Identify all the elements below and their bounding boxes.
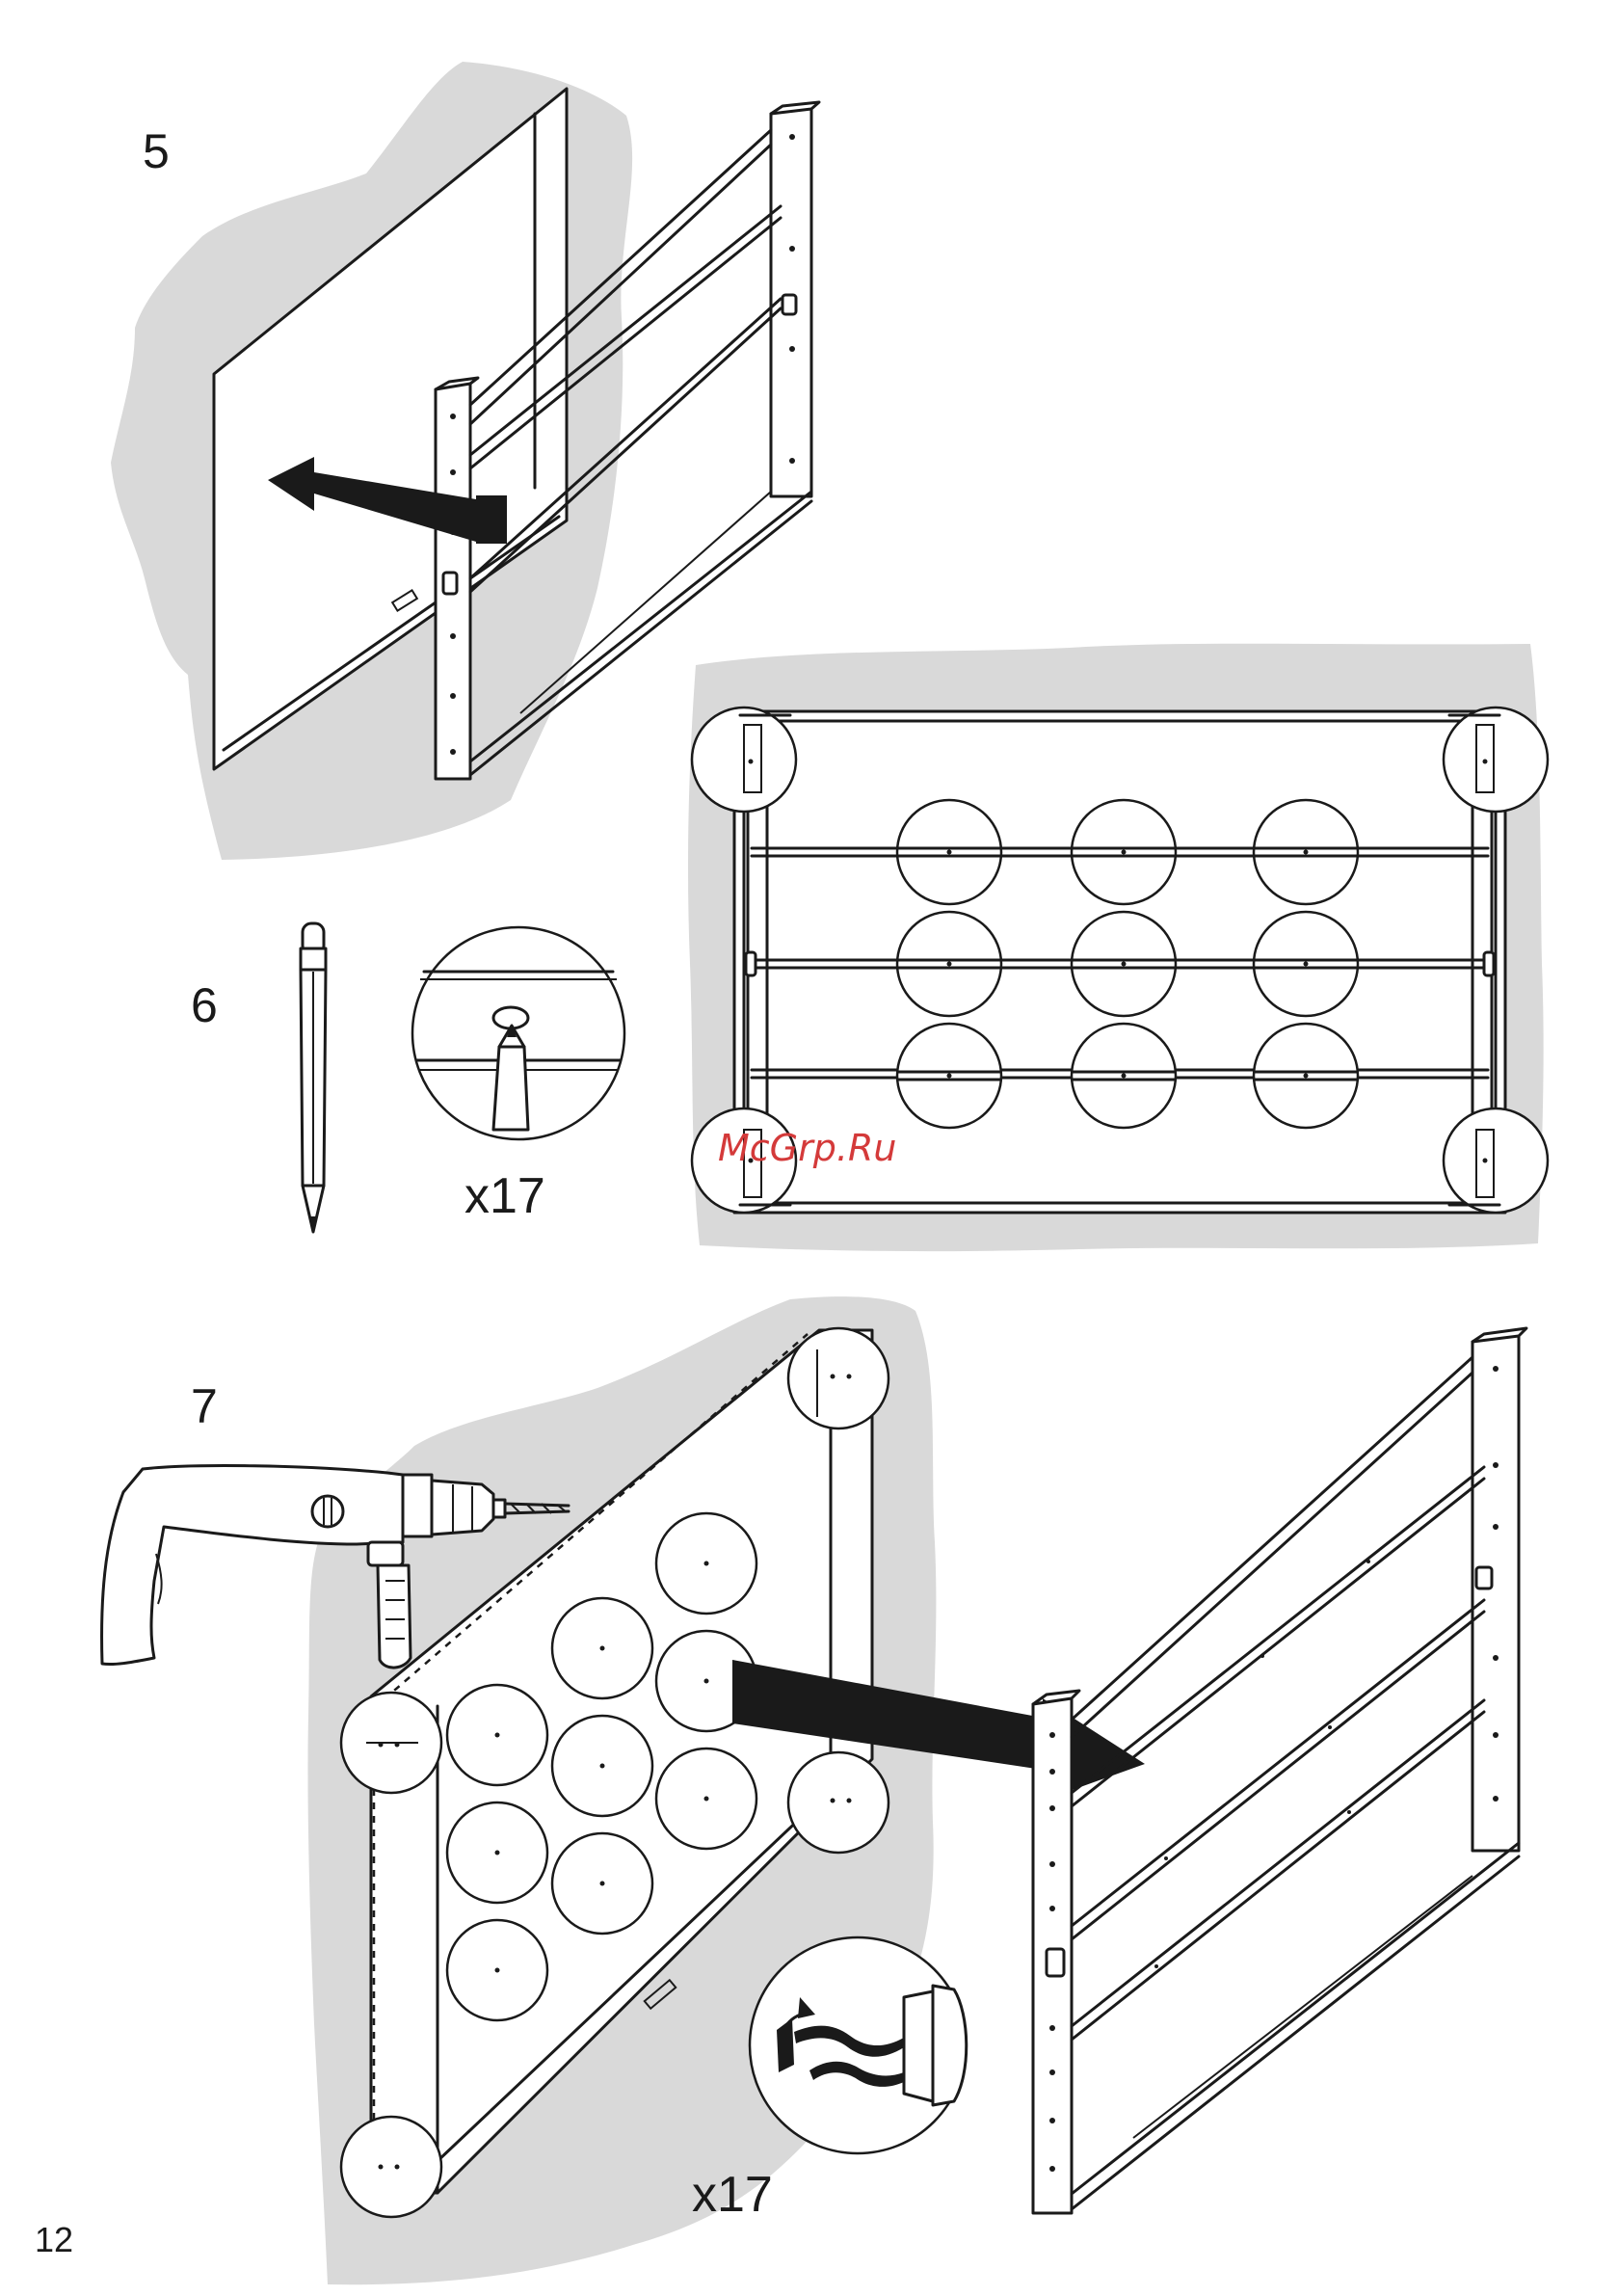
watermark: McGrp.Ru [718,1127,896,1169]
drill-bit-detail-icon [750,1937,967,2153]
step-6-quantity: x17 [464,1168,545,1224]
step-7-number: 7 [191,1379,218,1433]
page-number: 12 [35,2220,73,2259]
pencil-icon [301,923,326,1232]
step-5-number: 5 [143,124,170,178]
step-7-quantity: x17 [692,2167,773,2223]
step-6-number: 6 [191,978,218,1032]
step-7: 7 [102,1296,1526,2284]
pencil-mark-detail-icon [412,927,624,1139]
